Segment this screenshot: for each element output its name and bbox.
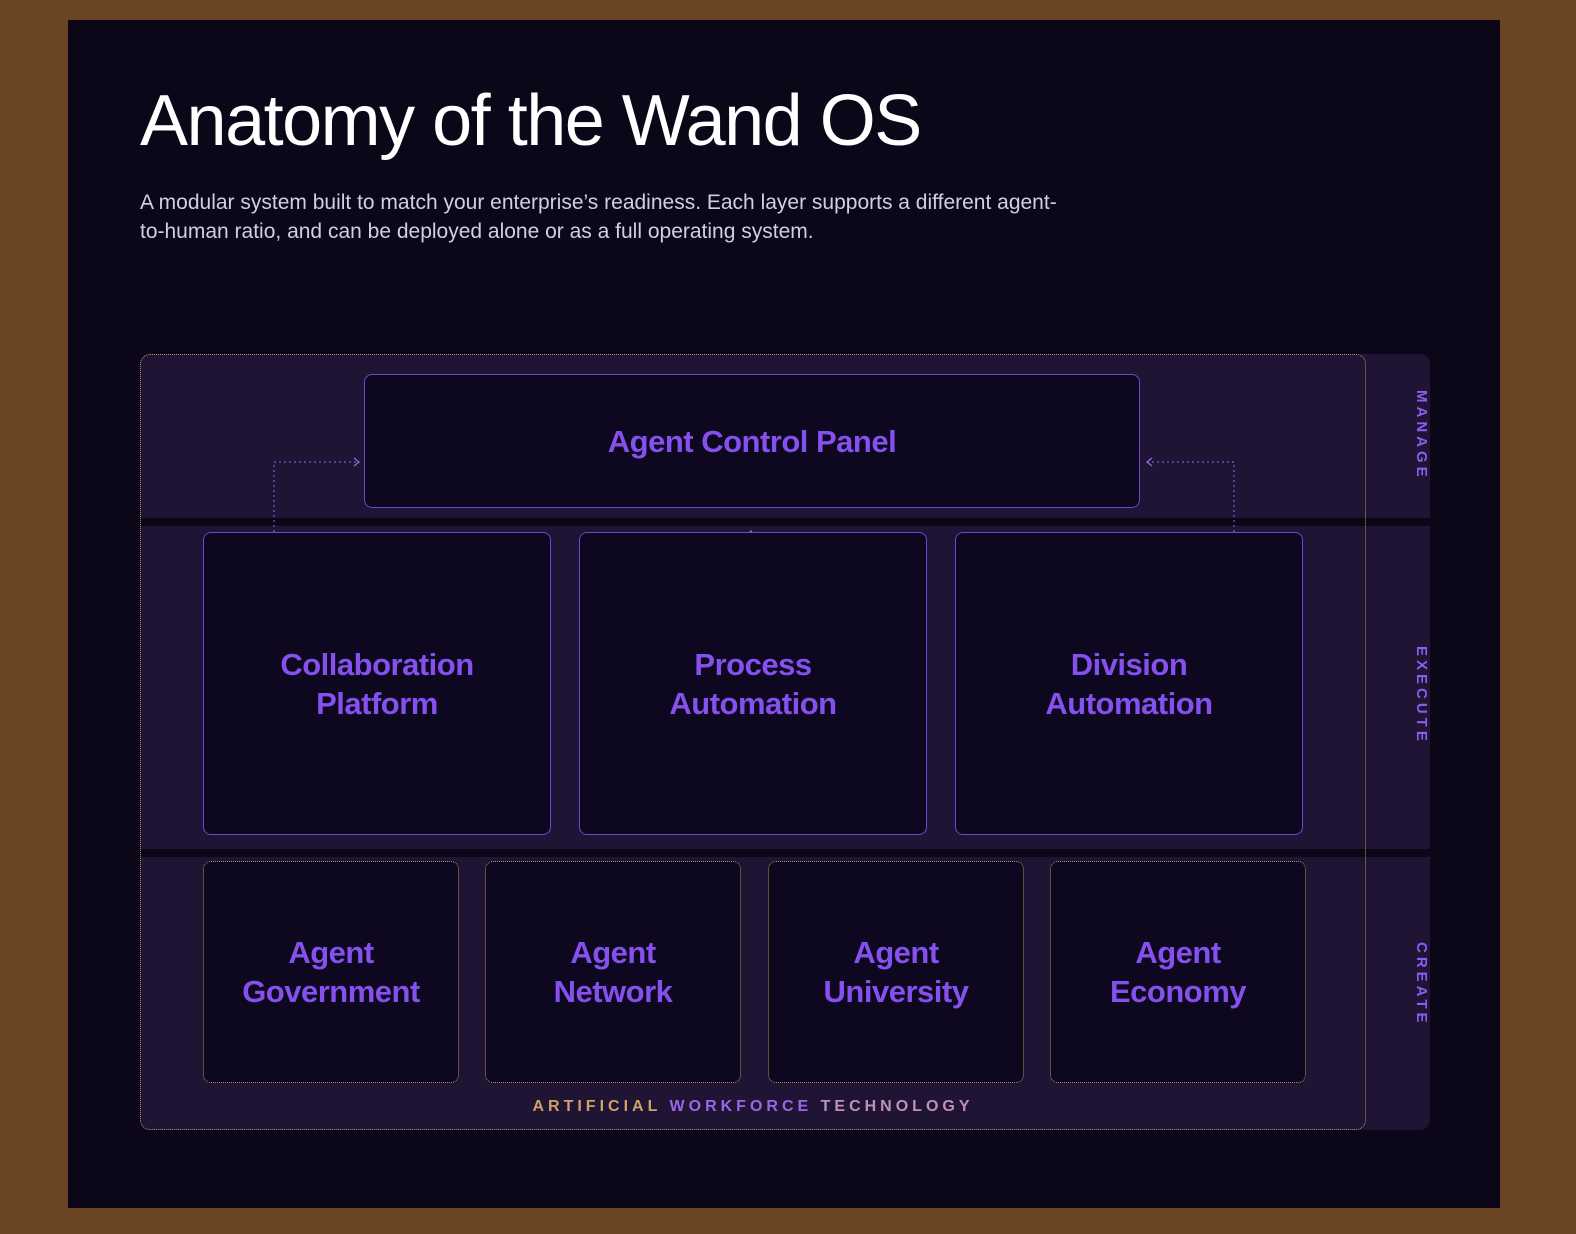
awt-word-technology: TECHNOLOGY bbox=[820, 1098, 974, 1115]
architecture-diagram: Agent Control Panel Collaboration Platfo… bbox=[140, 354, 1430, 1130]
awt-word-artificial: ARTIFICIAL bbox=[532, 1098, 662, 1115]
content-card: Anatomy of the Wand OS A modular system … bbox=[68, 20, 1500, 1208]
process-automation-box: Process Automation bbox=[579, 532, 927, 835]
agent-university-box: Agent University bbox=[768, 861, 1024, 1083]
agent-government-label: Agent Government bbox=[242, 935, 420, 1009]
awt-word-workforce: WORKFORCE bbox=[669, 1098, 813, 1115]
agent-control-panel-label: Agent Control Panel bbox=[607, 423, 897, 459]
agent-network-box: Agent Network bbox=[485, 861, 741, 1083]
artificial-workforce-technology-frame bbox=[140, 354, 1366, 1130]
page-title: Anatomy of the Wand OS bbox=[140, 81, 922, 161]
manage-layer-label: MANAGE bbox=[1413, 390, 1430, 481]
connector-left bbox=[273, 461, 358, 552]
arrowhead-right bbox=[1145, 457, 1153, 467]
process-automation-label: Process Automation bbox=[669, 647, 837, 721]
collaboration-platform-label: Collaboration Platform bbox=[280, 647, 474, 721]
agent-government-box: Agent Government bbox=[203, 861, 459, 1083]
execute-layer-label: EXECUTE bbox=[1413, 646, 1430, 745]
create-layer-label: CREATE bbox=[1413, 942, 1430, 1027]
arrowhead-left bbox=[353, 457, 361, 467]
agent-network-label: Agent Network bbox=[553, 935, 673, 1009]
connector-right bbox=[1148, 461, 1235, 552]
collaboration-platform-box: Collaboration Platform bbox=[203, 532, 551, 835]
agent-control-panel-box: Agent Control Panel bbox=[364, 374, 1140, 508]
agent-economy-box: Agent Economy bbox=[1050, 861, 1306, 1083]
division-automation-label: Division Automation bbox=[1045, 647, 1213, 721]
agent-university-label: Agent University bbox=[823, 935, 969, 1009]
agent-economy-label: Agent Economy bbox=[1109, 935, 1247, 1009]
awt-frame-label: ARTIFICIAL WORKFORCE TECHNOLOGY bbox=[140, 1098, 1366, 1116]
division-automation-box: Division Automation bbox=[955, 532, 1303, 835]
page-subtitle: A modular system built to match your ent… bbox=[140, 191, 1057, 243]
